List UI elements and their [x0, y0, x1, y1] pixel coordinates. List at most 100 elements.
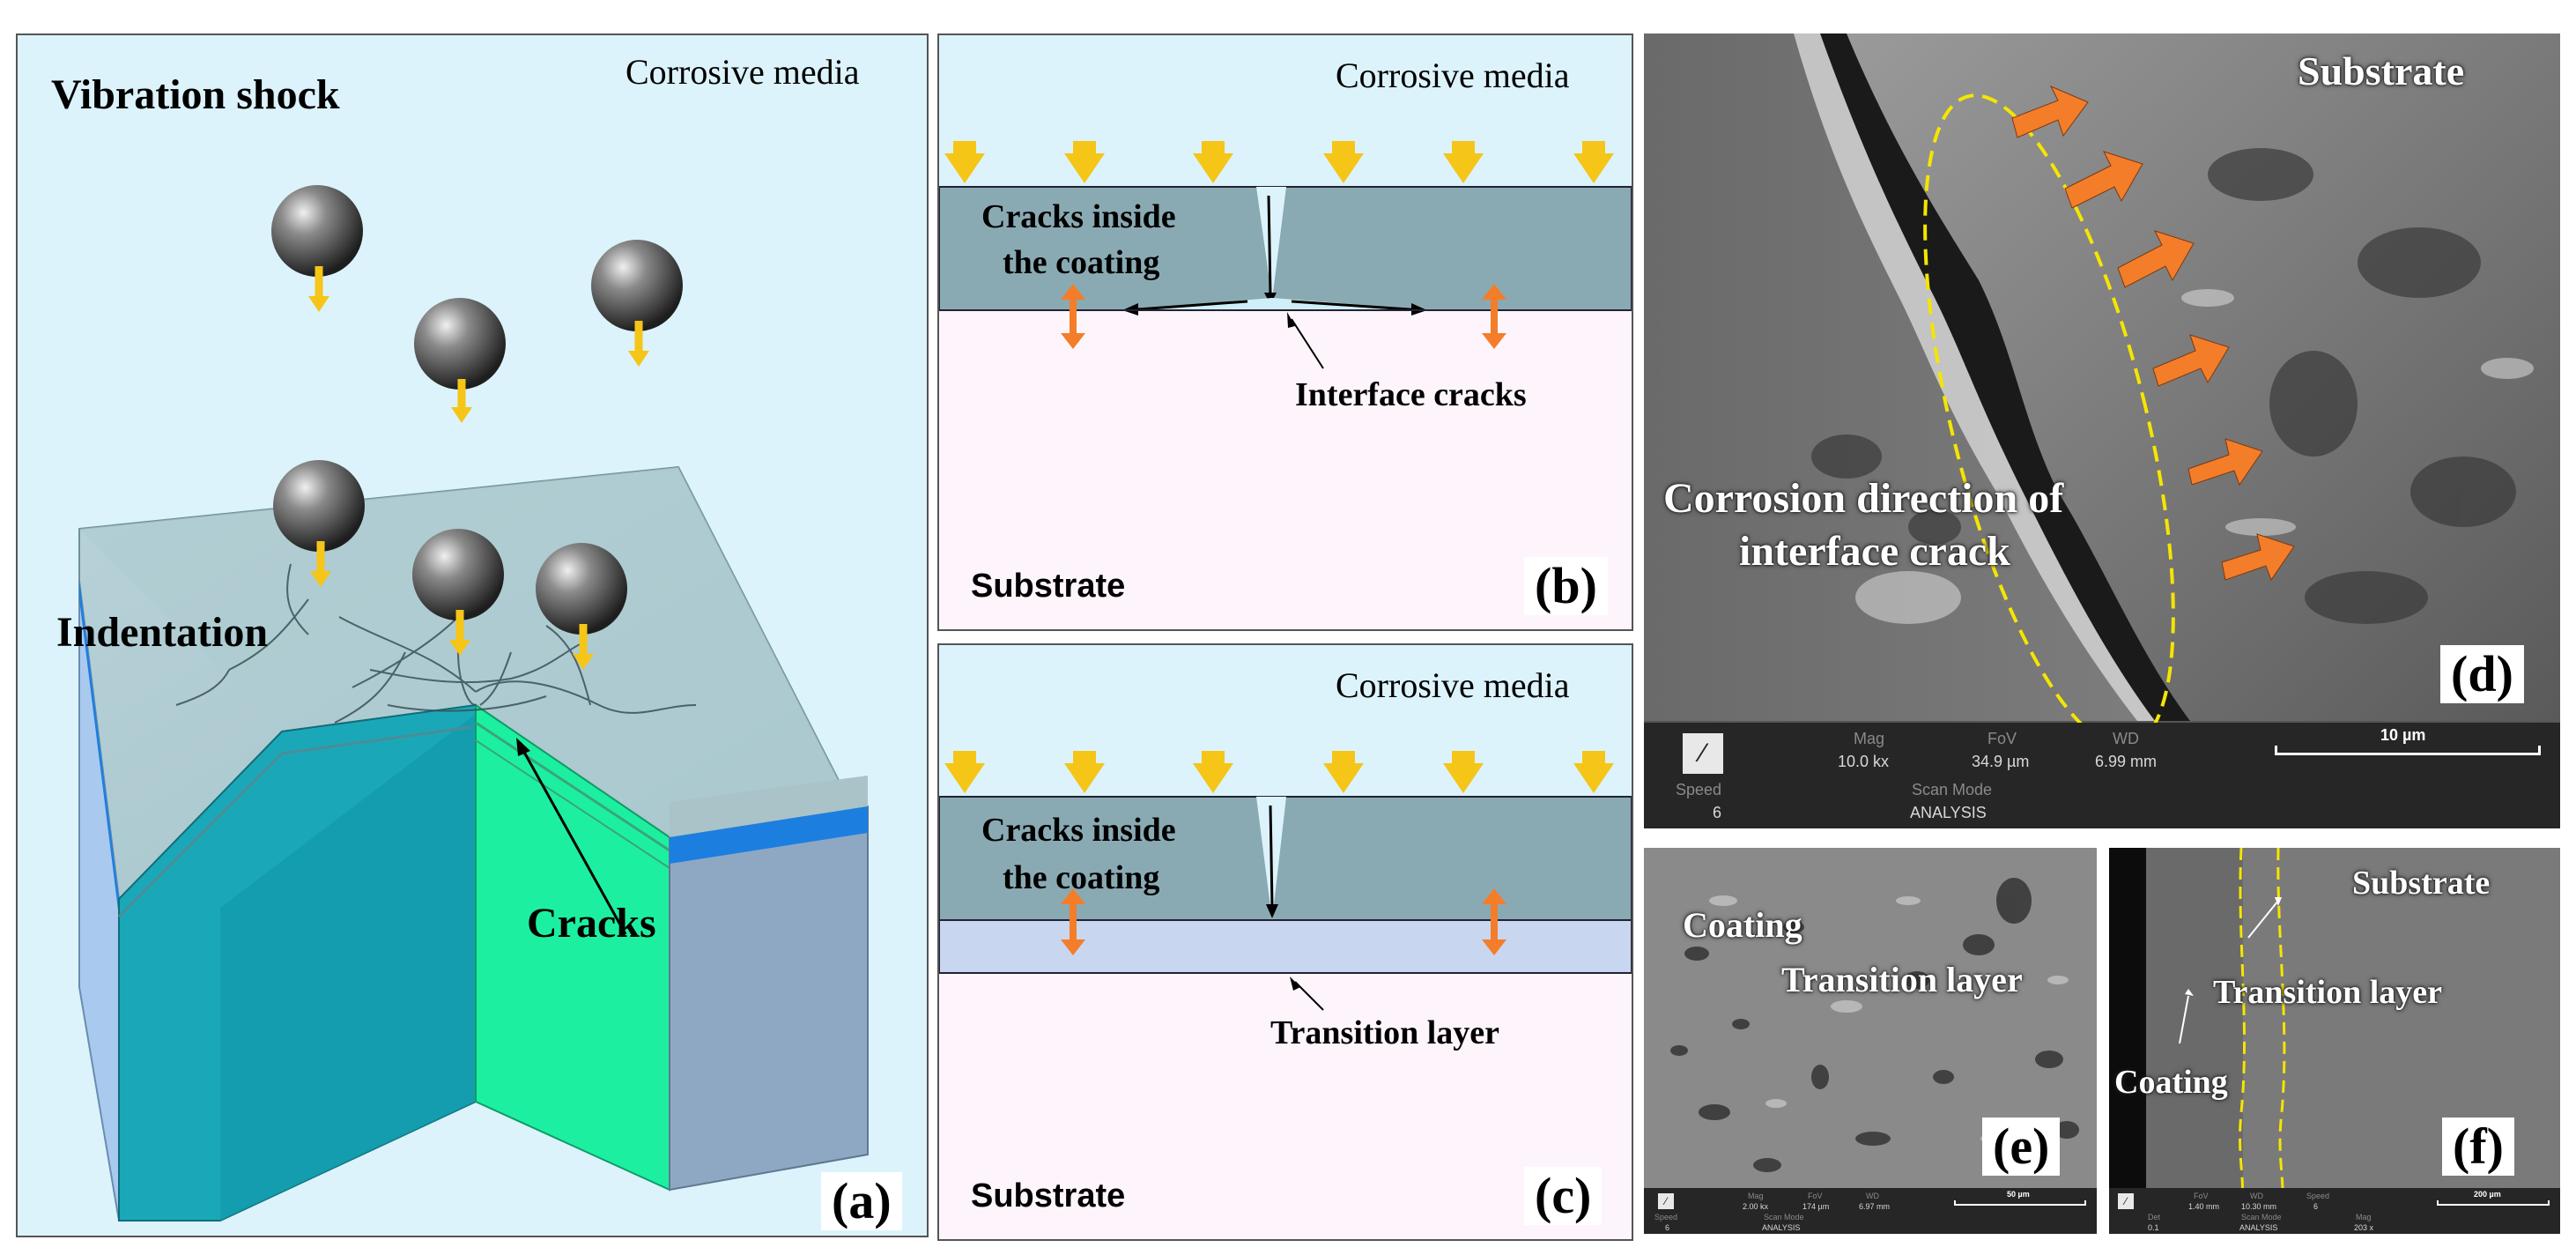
- corrosive-media-label: Corrosive media: [625, 52, 860, 92]
- transition-layer-label: Transition layer: [1270, 1014, 1500, 1051]
- panel-b-diagram: [939, 35, 1632, 369]
- fov-value: 1.40 mm: [2188, 1202, 2220, 1211]
- scan-mode-label: Scan Mode: [1764, 1213, 1804, 1222]
- steel-ball-icon: [271, 185, 363, 312]
- crack-network: [175, 563, 697, 724]
- scan-mode-label: Scan Mode: [1912, 781, 1993, 798]
- panel-c-diagram: [939, 645, 1632, 1011]
- block-top-surface-back: [79, 467, 868, 837]
- cracks-inside-line2: the coating: [1003, 244, 1160, 281]
- corrosion-direction-line1: Corrosion direction of: [1663, 475, 2064, 522]
- cracks-label: Cracks: [527, 900, 656, 947]
- mag-value: 203 x: [2354, 1223, 2374, 1232]
- steel-ball-icon: [273, 460, 365, 587]
- sem-info-bar: ⁄ Mag 2.00 kx FoV 174 µm WD 6.97 mm 50 µ…: [1644, 1188, 2097, 1234]
- scale-label: 50 µm: [2007, 1190, 2030, 1199]
- mag-label: Mag: [1748, 1192, 1764, 1200]
- panel-c: Corrosive media Cracks inside the coatin…: [937, 643, 1633, 1241]
- down-arrow-icon-row: [944, 751, 1614, 793]
- double-arrow-icon: [1061, 284, 1506, 349]
- speed-value: 6: [2313, 1202, 2319, 1211]
- panel-e-tag: (e): [1982, 1118, 2061, 1176]
- panel-c-tag: (c): [1524, 1167, 1603, 1225]
- coating-label: Coating: [1683, 905, 1802, 945]
- mag-label: Mag: [1854, 730, 1885, 747]
- corrosive-media-label: Corrosive media: [1336, 665, 1570, 705]
- sem-micrograph: [2109, 848, 2560, 1201]
- blue-layer-right: [670, 806, 868, 864]
- vibration-shock-label: Vibration shock: [51, 71, 340, 118]
- sem-micrograph: [1644, 33, 2560, 749]
- wd-value: 10.30 mm: [2241, 1202, 2277, 1211]
- fov-value: 34.9 µm: [1972, 753, 2030, 770]
- corrosion-direction-line2: interface crack: [1739, 528, 2010, 575]
- cracks-inside-line1: Cracks inside: [981, 812, 1176, 849]
- panel-f-tag: (f): [2442, 1118, 2514, 1176]
- transition-layer-label: Transition layer: [2213, 974, 2443, 1011]
- steel-balls: [271, 185, 683, 670]
- panel-d-sem-image: Substrate Corrosion direction of interfa…: [1644, 33, 2560, 828]
- sem-logo-icon: ⁄: [1683, 733, 1723, 774]
- wd-value: 6.97 mm: [1859, 1202, 1891, 1211]
- sem-logo-icon: ⁄: [1658, 1193, 1674, 1209]
- det-label: Det: [2148, 1213, 2161, 1222]
- sem-info-bar: ⁄ Mag 10.0 kx FoV 34.9 µm WD 6.99 mm 10 …: [1644, 723, 2560, 828]
- block-right-top: [670, 776, 868, 837]
- sem-logo-icon: ⁄: [2118, 1193, 2134, 1209]
- steel-ball-icon: [591, 240, 683, 367]
- coating-label: Coating: [2114, 1064, 2228, 1101]
- wd-value: 6.99 mm: [2095, 753, 2158, 770]
- coating-block-illustration: [78, 185, 870, 1222]
- corrosion-zone-outline: [1923, 93, 2175, 749]
- speed-value: 6: [1665, 1223, 1670, 1232]
- block-right-face: [669, 805, 869, 1192]
- panel-b: Corrosive media Cracks inside the coatin…: [937, 33, 1633, 631]
- fov-label: FoV: [2194, 1192, 2209, 1200]
- cracks-inside-line2: the coating: [1003, 859, 1160, 896]
- panel-a-tag: (a): [821, 1172, 902, 1230]
- steel-ball-icon: [412, 529, 504, 656]
- panel-b-tag: (b): [1524, 557, 1608, 615]
- scan-mode-value: ANALYSIS: [1910, 804, 1987, 821]
- corrosion-direction-arrows: [2011, 85, 2295, 582]
- speed-label: Speed: [1676, 781, 1722, 798]
- scale-bar: [1954, 1200, 2086, 1206]
- det-value: 0.1: [2148, 1223, 2159, 1232]
- panel-a: Corrosive media Vibration shock Indentat…: [16, 33, 929, 1237]
- substrate-label: Substrate: [971, 568, 1126, 605]
- fov-value: 174 µm: [1802, 1202, 1830, 1211]
- mag-label: Mag: [2356, 1213, 2372, 1222]
- wd-label: WD: [2113, 730, 2139, 747]
- substrate-label: Substrate: [2352, 865, 2491, 902]
- wd-label: WD: [2250, 1192, 2263, 1200]
- scan-mode-label: Scan Mode: [2241, 1213, 2282, 1222]
- mag-value: 2.00 kx: [1743, 1202, 1769, 1211]
- cracks-pointer: [520, 746, 627, 935]
- wd-label: WD: [1866, 1192, 1879, 1200]
- double-arrow-icon: [1061, 888, 1506, 955]
- sem-info-bar: ⁄ Det 0.1 FoV 1.40 mm WD 10.30 mm Speed …: [2109, 1188, 2560, 1234]
- scan-mode-value: ANALYSIS: [2239, 1223, 2278, 1232]
- scan-mode-value: ANALYSIS: [1762, 1223, 1801, 1232]
- steel-ball-icon: [414, 298, 506, 423]
- fov-label: FoV: [1988, 730, 2017, 747]
- steel-ball-icon: [536, 543, 627, 670]
- scale-bar: [2275, 746, 2541, 755]
- scale-label: 200 µm: [2474, 1190, 2501, 1199]
- interface-cracks-label: Interface cracks: [1295, 376, 1527, 413]
- speed-label: Speed: [2306, 1192, 2330, 1200]
- panel-d-tag: (d): [2440, 645, 2524, 703]
- substrate-label: Substrate: [2298, 48, 2465, 93]
- transition-layer-label: Transition layer: [1781, 960, 2023, 999]
- cracks-inside-line1: Cracks inside: [981, 198, 1176, 235]
- panel-f-sem-image: Substrate Transition layer Coating (f) ⁄…: [2109, 848, 2560, 1234]
- substrate-label: Substrate: [971, 1177, 1126, 1214]
- panel-e-sem-image: Coating Transition layer (e) ⁄ Mag 2.00 …: [1644, 848, 2097, 1234]
- scale-label: 10 µm: [2380, 726, 2426, 744]
- fov-label: FoV: [1808, 1192, 1823, 1200]
- speed-label: Speed: [1654, 1213, 1678, 1222]
- speed-value: 6: [1713, 804, 1722, 821]
- scale-bar: [2437, 1200, 2550, 1206]
- blue-layer-left: [79, 580, 119, 917]
- mag-value: 10.0 kx: [1838, 753, 1890, 770]
